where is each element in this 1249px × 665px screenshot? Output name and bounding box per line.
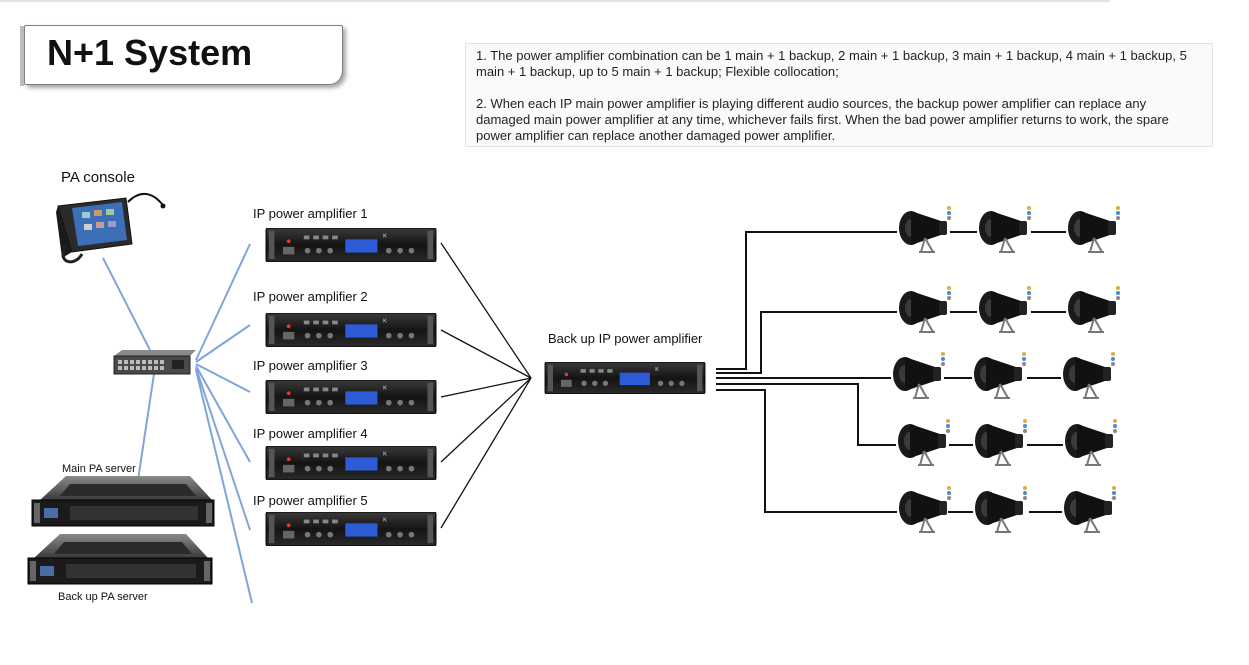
network-switch-icon xyxy=(113,350,196,375)
amp-3-label: IP power amplifier 3 xyxy=(253,358,368,373)
horn-speaker-icon xyxy=(973,352,1027,399)
horn-speaker-icon xyxy=(1067,206,1121,253)
backup-amp-label: Back up IP power amplifier xyxy=(548,331,703,346)
amp-1-icon xyxy=(265,228,437,262)
speaker-cabling xyxy=(716,231,1066,513)
main-pa-server-icon xyxy=(31,476,215,527)
amp-2-label: IP power amplifier 2 xyxy=(253,289,368,304)
speaker-row-2 xyxy=(898,286,1121,333)
speaker-row-5 xyxy=(898,486,1117,533)
horn-speaker-icon xyxy=(1064,419,1118,466)
horn-speaker-icon xyxy=(1067,286,1121,333)
backup-amp-icon xyxy=(544,362,706,394)
console-label: PA console xyxy=(61,169,135,186)
horn-speaker-icon xyxy=(974,486,1028,533)
horn-speaker-icon xyxy=(978,206,1032,253)
top-divider xyxy=(0,0,1110,2)
horn-speaker-icon xyxy=(978,286,1032,333)
amp-5-icon xyxy=(265,512,437,546)
amp-2-icon xyxy=(265,313,437,347)
audio-cabling xyxy=(440,242,532,529)
speaker-row-3 xyxy=(892,352,1116,399)
page-title: N+1 System xyxy=(47,32,253,73)
backup-server-label: Back up PA server xyxy=(58,591,148,603)
pa-console-icon xyxy=(56,193,166,264)
horn-speaker-icon xyxy=(898,486,952,533)
horn-speaker-icon xyxy=(1062,352,1116,399)
backup-pa-server-icon xyxy=(27,534,213,585)
title-box: N+1 System xyxy=(20,25,343,86)
description-point-2: 2. When each IP main power amplifier is … xyxy=(476,96,1169,143)
horn-speaker-icon xyxy=(898,286,952,333)
description-box: 1. The power amplifier combination can b… xyxy=(465,43,1213,147)
network-cabling xyxy=(102,243,253,604)
amp-4-label: IP power amplifier 4 xyxy=(253,426,368,441)
horn-speaker-icon xyxy=(897,419,951,466)
speaker-row-1 xyxy=(898,206,1121,253)
speaker-row-4 xyxy=(897,419,1118,466)
amp-5-label: IP power amplifier 5 xyxy=(253,493,368,508)
horn-speaker-icon xyxy=(1063,486,1117,533)
amp-3-icon xyxy=(265,380,437,414)
horn-speaker-icon xyxy=(892,352,946,399)
amp-4-icon xyxy=(265,446,437,480)
description-point-1: 1. The power amplifier combination can b… xyxy=(476,48,1187,79)
main-server-label: Main PA server xyxy=(62,463,136,475)
horn-speaker-icon xyxy=(974,419,1028,466)
title-accent-bar xyxy=(20,26,24,86)
amp-1-label: IP power amplifier 1 xyxy=(253,206,368,221)
horn-speaker-icon xyxy=(898,206,952,253)
